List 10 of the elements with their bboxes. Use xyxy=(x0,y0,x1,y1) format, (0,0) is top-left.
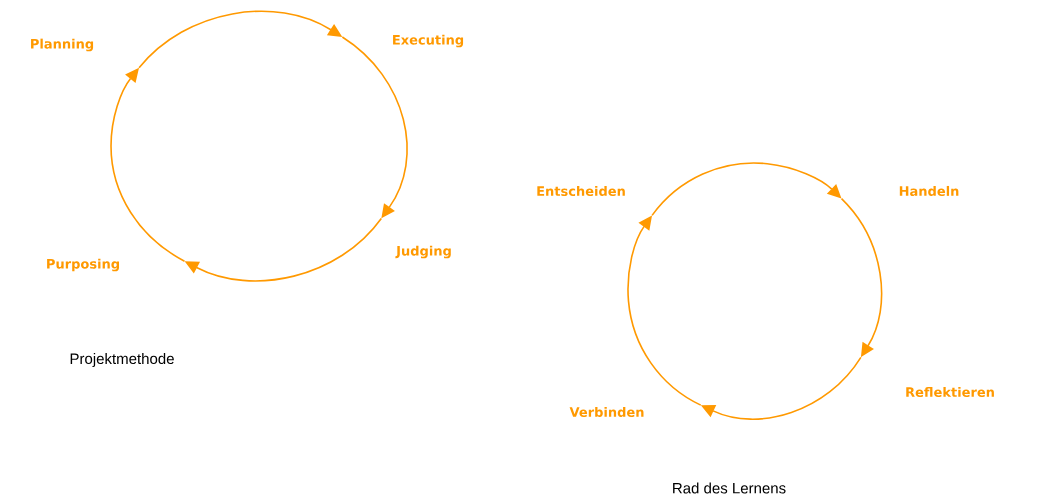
step-label: Planning xyxy=(31,38,94,52)
caption: Rad des Lernens xyxy=(673,482,786,494)
caption: Projektmethode xyxy=(70,353,174,367)
step-label: Verbinden xyxy=(569,406,644,418)
step-label: Entscheiden xyxy=(537,185,625,197)
step-label: Handeln xyxy=(899,185,959,197)
step-label: Purposing xyxy=(47,258,119,272)
step-label: Judging xyxy=(395,245,451,259)
step-label: Executing xyxy=(393,34,464,48)
step-label: Reflektieren xyxy=(906,386,994,398)
